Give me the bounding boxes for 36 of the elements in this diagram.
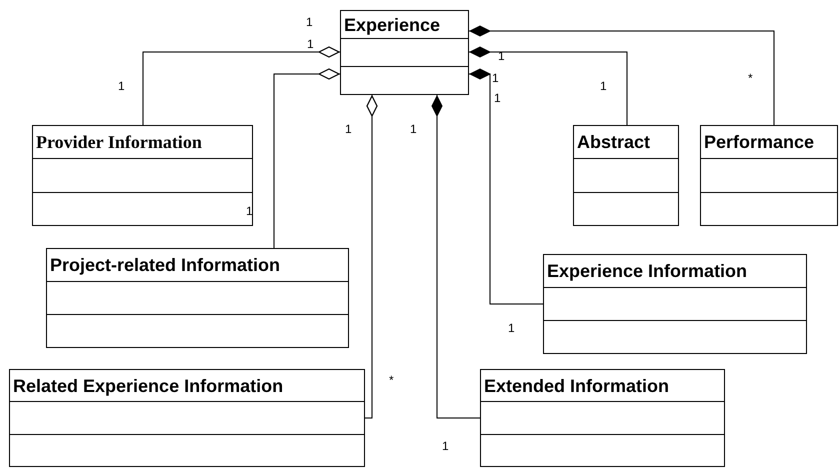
class-box — [573, 125, 679, 226]
multiplicity-label: * — [389, 374, 394, 386]
class-name: Performance — [704, 133, 814, 152]
multiplicity-label: 1 — [494, 92, 501, 104]
multiplicity-label: 1 — [600, 80, 607, 92]
multiplicity-label: 1 — [306, 16, 313, 28]
class-name: Project-related Information — [50, 256, 280, 274]
aggregation-line — [274, 68, 340, 248]
multiplicity-label: 1 — [492, 72, 499, 84]
class-box — [543, 254, 807, 354]
class-box — [9, 369, 365, 467]
multiplicity-label: 1 — [118, 80, 125, 92]
multiplicity-label: 1 — [410, 123, 417, 135]
multiplicity-label: 1 — [508, 322, 515, 334]
multiplicity-label: 1 — [307, 38, 314, 50]
class-name: Experience Information — [547, 262, 748, 280]
composition-line — [432, 94, 480, 418]
class-box — [480, 369, 725, 467]
class-box — [46, 248, 349, 348]
class-name: Related Experience Information — [13, 376, 284, 395]
class-name: Provider Information — [36, 133, 202, 152]
multiplicity-label: * — [748, 72, 753, 84]
class-name: Abstract — [577, 133, 650, 152]
class-box — [700, 125, 838, 226]
class-box — [340, 10, 469, 95]
multiplicity-label: 1 — [246, 205, 253, 217]
class-name: Extended Information — [484, 376, 670, 395]
composition-line — [468, 26, 774, 126]
aggregation-line — [142, 46, 340, 126]
multiplicity-label: 1 — [345, 123, 352, 135]
composition-line — [468, 68, 544, 304]
class-box — [32, 125, 253, 226]
composition-line — [468, 46, 628, 126]
multiplicity-label: 1 — [442, 440, 449, 452]
aggregation-line — [364, 94, 378, 418]
class-name: Experience — [344, 16, 440, 34]
